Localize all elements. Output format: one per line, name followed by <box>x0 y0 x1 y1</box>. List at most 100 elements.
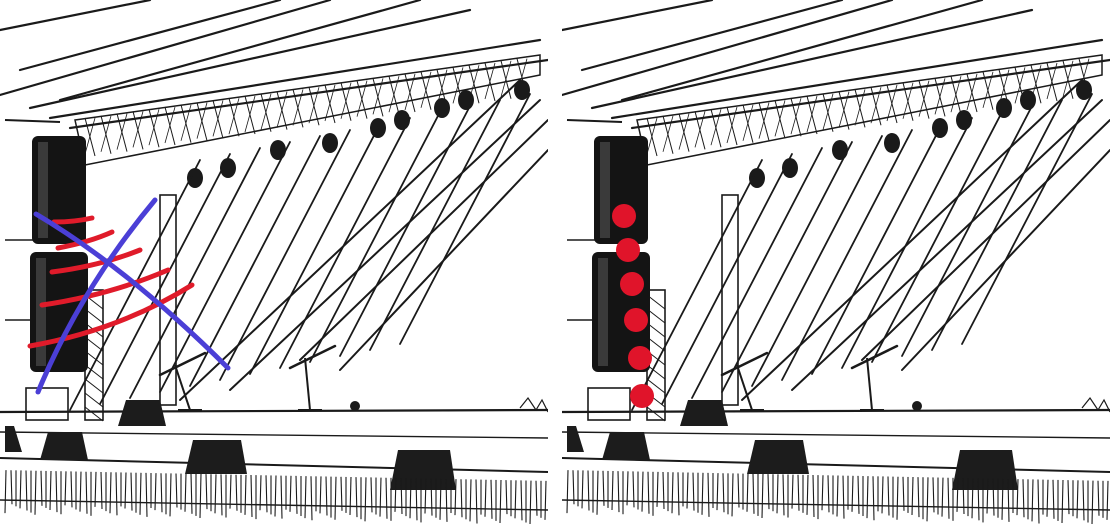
barrier-hatch <box>545 481 546 520</box>
barrier-hatch <box>858 476 859 514</box>
barrier-hatch <box>1083 480 1084 520</box>
barrier-hatch <box>1047 480 1048 517</box>
wall-line <box>5 120 60 122</box>
mic-stand <box>175 365 190 410</box>
barrier-hatch <box>1107 481 1108 520</box>
truss-brace <box>85 407 103 421</box>
speaker-highlight <box>600 142 610 238</box>
red-dot <box>616 238 640 262</box>
barrier-hatch <box>530 481 531 524</box>
barrier-hatch <box>11 470 12 504</box>
red-dot <box>620 272 644 296</box>
barrier-hatch <box>500 480 501 523</box>
barrier-hatch <box>245 475 246 515</box>
light-beam <box>902 150 1110 370</box>
light-beam <box>782 130 912 380</box>
stage-illustration-right <box>562 0 1110 524</box>
stage-monitor <box>40 432 88 460</box>
roof-line <box>30 10 470 108</box>
stage-scene <box>562 0 1110 524</box>
spot-light <box>884 133 900 153</box>
barrier-hatch <box>515 480 516 518</box>
roof-line <box>582 0 842 70</box>
light-beam <box>842 118 972 368</box>
stage-illustration-left <box>0 0 548 524</box>
barrier-hatch <box>678 472 679 515</box>
barrier-hatch <box>1023 479 1024 517</box>
barrier-hatch <box>221 474 222 515</box>
barrier-hatch <box>311 476 312 520</box>
stage-monitor <box>118 400 166 426</box>
barrier-hatch <box>1062 480 1063 523</box>
barrier-hatch <box>161 473 162 512</box>
barrier-hatch <box>1038 480 1039 524</box>
mic-stand <box>867 358 872 410</box>
barrier-hatch <box>170 473 171 516</box>
barrier-hatch <box>116 472 117 515</box>
barrier-hatch <box>942 478 943 517</box>
barrier-hatch <box>642 472 643 512</box>
red-dot <box>630 384 654 408</box>
barrier-hatch <box>155 473 156 510</box>
barrier-hatch <box>597 471 598 515</box>
barrier-hatch <box>356 477 357 517</box>
speaker-highlight <box>36 258 46 366</box>
barrier-hatch <box>648 472 649 514</box>
light-beam <box>752 136 882 386</box>
stage-monitor <box>680 400 728 426</box>
stage-item <box>912 401 922 411</box>
barrier-hatch <box>296 476 297 514</box>
barrier-hatch <box>888 477 889 516</box>
barrier-hatch <box>65 471 66 505</box>
barrier-hatch <box>897 477 898 520</box>
barrier-hatch <box>738 474 739 508</box>
barrier-hatch <box>588 471 589 511</box>
speaker-highlight <box>38 142 48 238</box>
barrier-hatch <box>783 474 784 515</box>
barrier-hatch <box>1053 480 1054 519</box>
barrier-hatch <box>927 477 928 521</box>
red-dot <box>612 204 636 228</box>
barrier-hatch <box>350 477 351 515</box>
roof-line <box>592 10 1032 108</box>
barrier-hatch <box>326 477 327 516</box>
barrier-hatch <box>633 471 634 507</box>
barrier-hatch <box>71 471 72 507</box>
speaker-highlight <box>598 258 608 366</box>
left-panel <box>0 0 548 524</box>
barrier-hatch <box>26 471 27 511</box>
barrier-hatch <box>573 470 574 504</box>
barrier-hatch <box>753 474 754 514</box>
spot-light <box>394 110 410 130</box>
barrier-hatch <box>5 470 6 513</box>
red-dot <box>628 346 652 370</box>
stage-front <box>0 458 548 472</box>
barrier-hatch <box>35 471 36 515</box>
barrier-hatch <box>86 472 87 514</box>
barrier-hatch <box>191 474 192 514</box>
barrier-hatch <box>101 472 102 509</box>
barrier-hatch <box>732 473 733 516</box>
light-beam <box>632 160 762 410</box>
barrier-hatch <box>828 475 829 512</box>
mic-stand <box>305 358 310 410</box>
stage-scene <box>0 0 548 524</box>
barrier-hatch <box>693 473 694 511</box>
barrier-hatch <box>1032 479 1033 521</box>
light-beam <box>662 154 792 404</box>
barrier-hatch <box>747 474 748 512</box>
roof-line <box>0 0 150 30</box>
stage-monitor <box>567 426 584 452</box>
barrier-hatch <box>948 478 949 519</box>
light-beam <box>100 154 230 404</box>
barrier-hatch <box>663 472 664 509</box>
barrier-hatch <box>470 479 471 521</box>
barrier-hatch <box>80 472 81 512</box>
stage-monitor <box>747 440 809 474</box>
barrier-hatch <box>146 473 147 517</box>
spot-light <box>322 133 338 153</box>
mic-stand <box>737 365 752 410</box>
spot-light <box>458 90 474 110</box>
barrier-hatch <box>365 477 366 521</box>
spot-light <box>832 140 848 160</box>
